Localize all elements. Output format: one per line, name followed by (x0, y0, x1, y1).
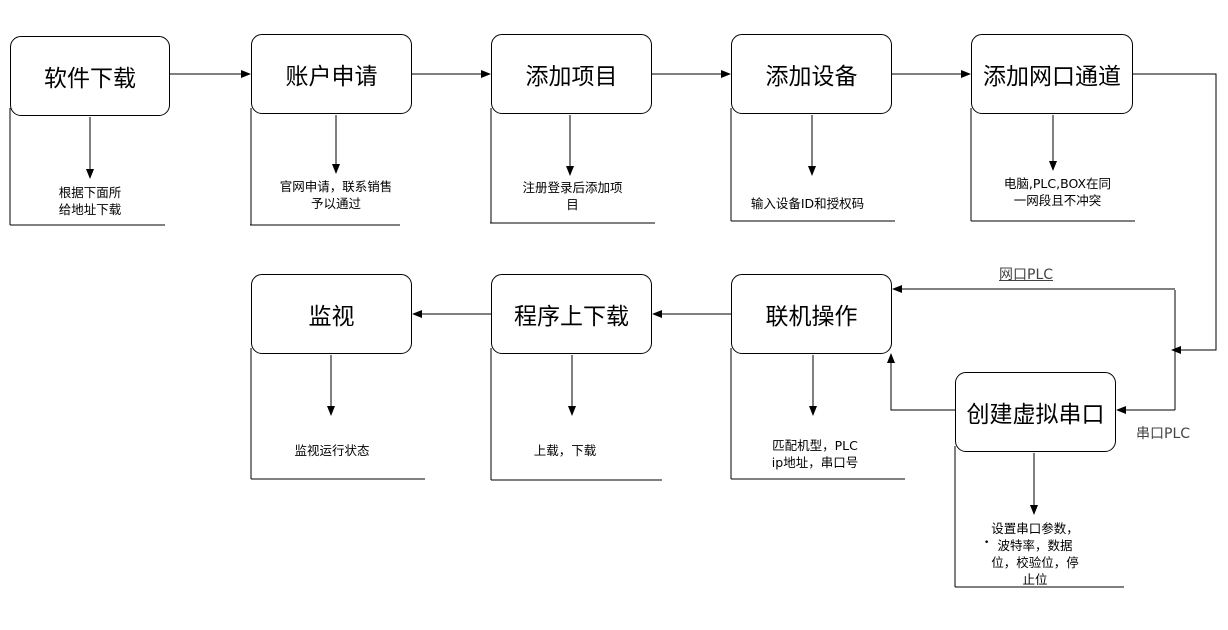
note-net-channel: 电脑,PLC,BOX在同一网段且不冲突 (1003, 176, 1112, 208)
step-create-virtual-serial: 创建虚拟串口 (955, 372, 1116, 452)
note-download: 根据下面所给地址下载 (58, 185, 122, 217)
step-online-operation: 联机操作 (731, 274, 892, 354)
step-program-upload-download: 程序上下载 (491, 274, 652, 354)
note-virtual-serial: 设置串口参数， 波特率，数据 位，校验位，停 止位 (991, 521, 1079, 587)
connector-net-to-branch (1133, 73, 1217, 354)
note-device: 输入设备ID和授权码 (750, 196, 865, 211)
step-add-net-channel: 添加网口通道 (971, 34, 1133, 114)
bullet-dot: • (984, 538, 990, 548)
arrow-serial-online (887, 353, 955, 411)
step-add-project: 添加项目 (491, 34, 652, 114)
edge-label-serial-plc: 串口PLC (1136, 426, 1191, 442)
note-program: 上载，下载 (533, 443, 597, 458)
note-monitor: 监视运行状态 (294, 443, 370, 458)
step-monitor: 监视 (251, 274, 412, 354)
step-download: 软件下载 (10, 36, 170, 116)
step-add-device: 添加设备 (731, 34, 892, 114)
note-project: 注册登录后添加项目 (522, 180, 623, 212)
note-account: 官网申请，联系销售予以通过 (279, 179, 393, 211)
step-account-apply: 账户申请 (251, 34, 412, 114)
edge-label-net-plc: 网口PLC (999, 267, 1054, 283)
